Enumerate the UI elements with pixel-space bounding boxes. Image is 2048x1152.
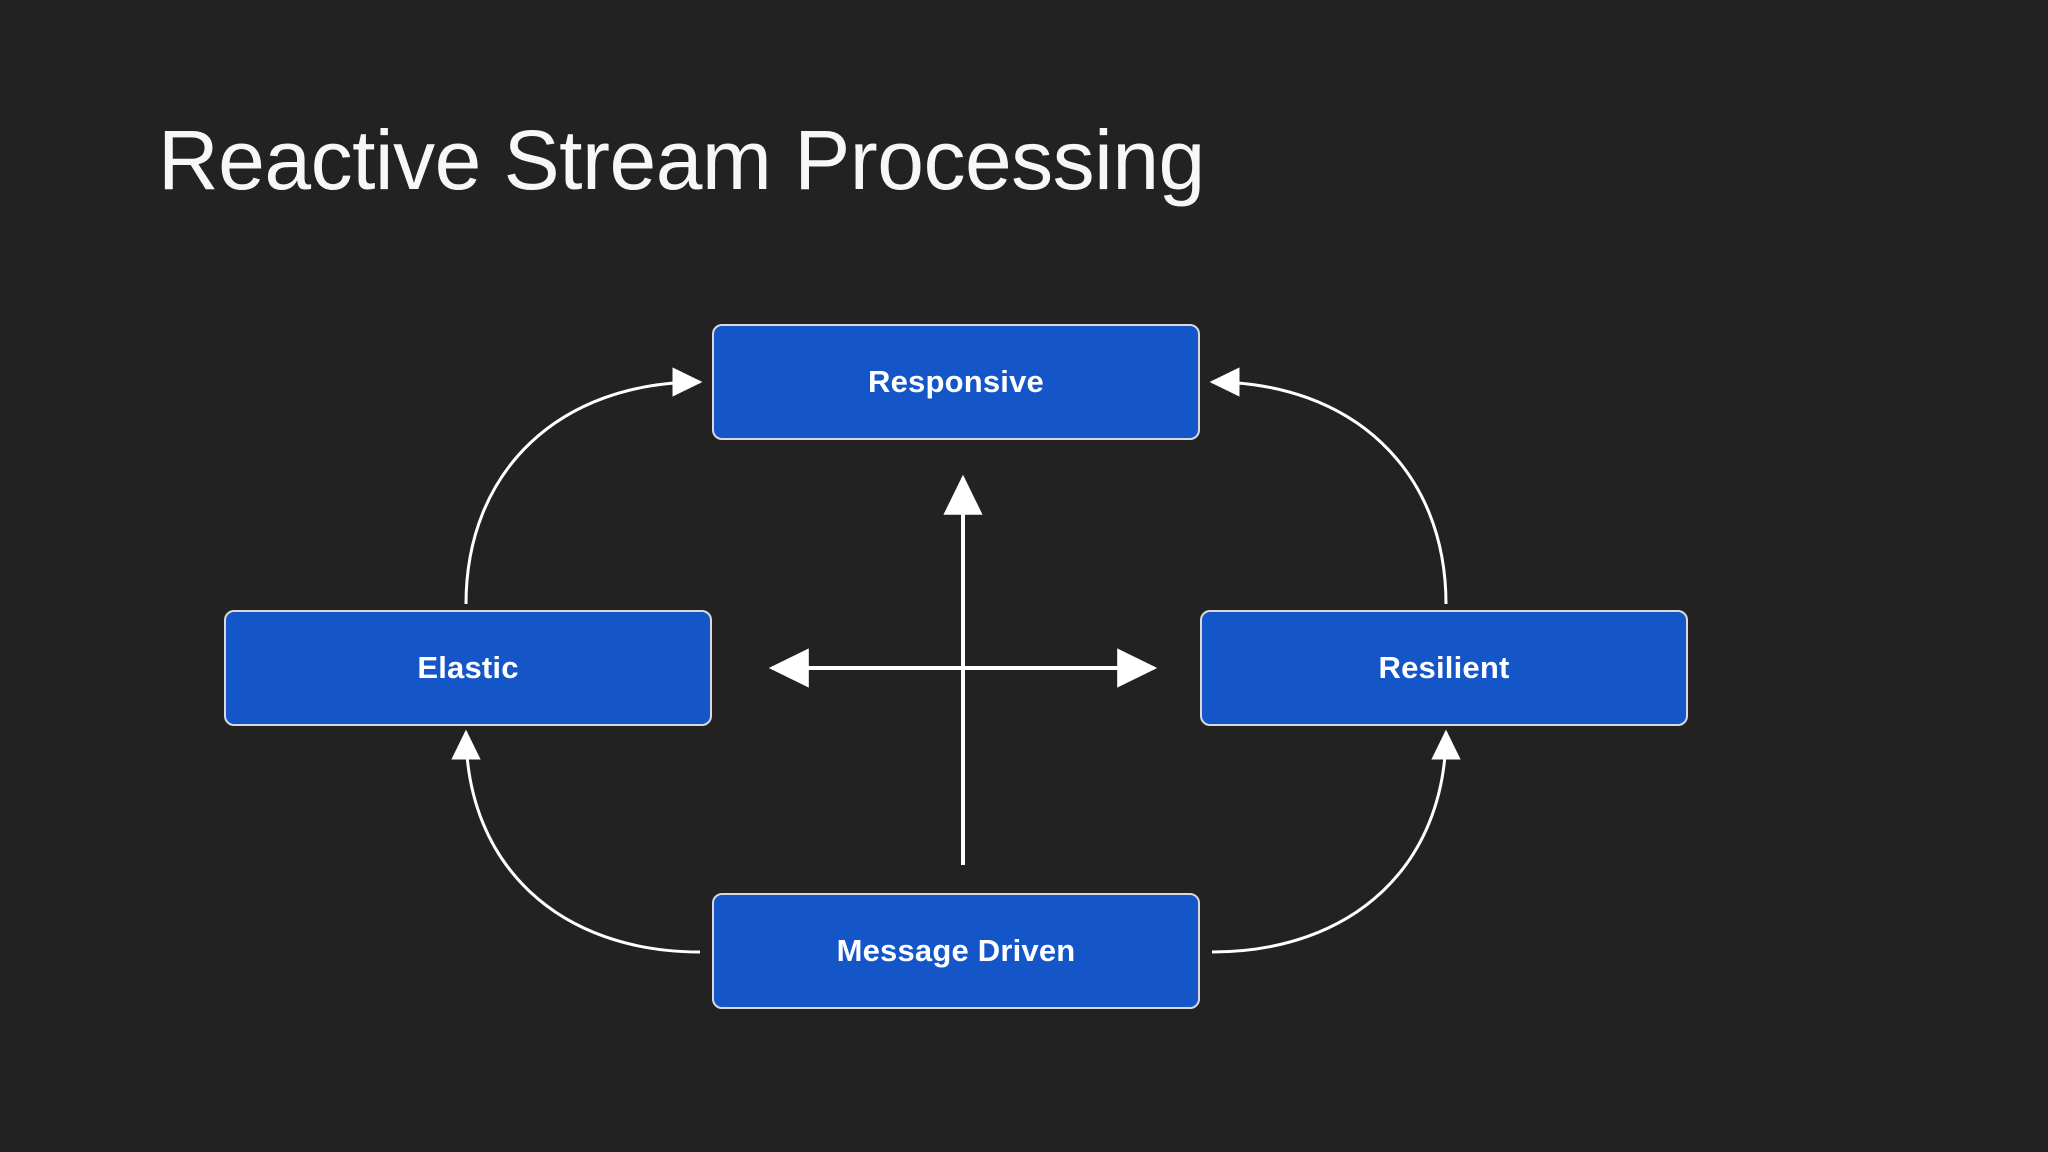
node-responsive-label: Responsive <box>867 364 1044 399</box>
node-responsive[interactable]: Responsive <box>712 324 1200 440</box>
arc-message-driven-to-elastic <box>451 729 701 954</box>
node-resilient[interactable]: Resilient <box>1200 610 1688 726</box>
node-resilient-label: Resilient <box>1378 650 1510 685</box>
node-message-driven[interactable]: Message Driven <box>712 893 1200 1009</box>
arc-message-driven-to-resilient <box>1211 729 1461 954</box>
arc-elastic-to-responsive <box>464 367 703 605</box>
node-message-driven-label: Message Driven <box>836 933 1076 968</box>
arc-resilient-to-responsive <box>1209 367 1448 605</box>
node-elastic-label: Elastic <box>417 650 519 685</box>
node-elastic[interactable]: Elastic <box>224 610 712 726</box>
page-title: Reactive Stream Processing <box>158 113 1205 207</box>
